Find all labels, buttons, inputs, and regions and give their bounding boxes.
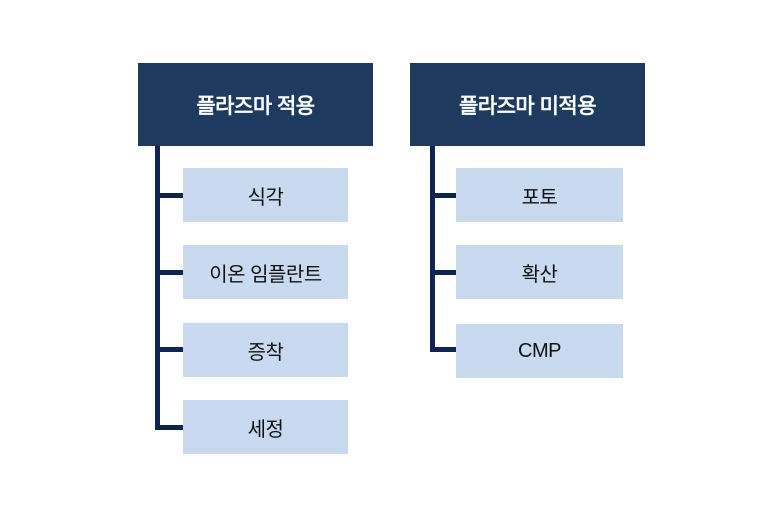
header-plasma-applied: 플라즈마 적용 (138, 63, 373, 146)
connector-vertical-left (155, 146, 160, 430)
node-ion-implant: 이온 임플란트 (183, 245, 348, 299)
connector-stub-right-1 (430, 193, 456, 198)
connector-stub-left-1 (155, 193, 183, 198)
connector-vertical-right (430, 146, 435, 352)
node-etching: 식각 (183, 168, 348, 222)
node-photo: 포토 (456, 168, 623, 222)
connector-stub-left-4 (155, 425, 183, 430)
connector-stub-left-2 (155, 270, 183, 275)
connector-stub-left-3 (155, 347, 183, 352)
node-cmp: CMP (456, 324, 623, 378)
header-plasma-not-applied: 플라즈마 미적용 (410, 63, 645, 146)
connector-stub-right-2 (430, 270, 456, 275)
node-diffusion: 확산 (456, 245, 623, 299)
node-deposition: 증착 (183, 323, 348, 377)
node-cleaning: 세정 (183, 400, 348, 454)
connector-stub-right-3 (430, 347, 456, 352)
